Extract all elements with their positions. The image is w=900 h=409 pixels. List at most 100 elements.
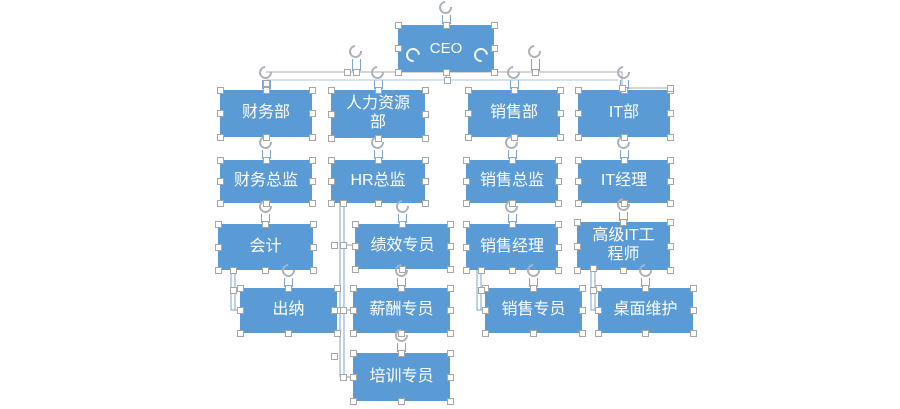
resize-handle[interactable] — [285, 329, 292, 337]
resize-handle[interactable] — [556, 110, 564, 117]
org-node-hr-dept[interactable]: 人力资源部 — [331, 90, 425, 138]
connector-endpoint-handle[interactable] — [477, 266, 485, 274]
resize-handle[interactable] — [421, 156, 429, 164]
resize-handle[interactable] — [216, 156, 224, 164]
resize-handle[interactable] — [574, 178, 582, 185]
resize-handle[interactable] — [574, 110, 582, 117]
resize-handle[interactable] — [398, 349, 405, 357]
resize-handle[interactable] — [216, 86, 224, 94]
resize-handle[interactable] — [666, 199, 674, 207]
resize-handle[interactable] — [481, 329, 489, 337]
resize-handle[interactable] — [216, 110, 224, 117]
resize-handle[interactable] — [349, 284, 357, 292]
resize-handle[interactable] — [309, 243, 317, 251]
resize-handle[interactable] — [308, 156, 316, 164]
org-node-training-specialist[interactable]: 培训专员 — [353, 353, 450, 401]
resize-handle[interactable] — [262, 86, 270, 94]
connector-endpoint-handle[interactable] — [330, 306, 338, 314]
resize-handle[interactable] — [351, 243, 359, 250]
resize-handle[interactable] — [236, 307, 244, 314]
resize-handle[interactable] — [554, 266, 562, 274]
resize-handle[interactable] — [399, 220, 406, 228]
org-node-accountant[interactable]: 会计 — [218, 224, 313, 270]
resize-handle[interactable] — [421, 86, 429, 94]
resize-handle[interactable] — [594, 329, 602, 337]
resize-handle[interactable] — [490, 21, 498, 29]
resize-handle[interactable] — [462, 220, 470, 228]
resize-handle[interactable] — [333, 284, 341, 292]
resize-handle[interactable] — [490, 45, 498, 52]
resize-handle[interactable] — [578, 284, 586, 292]
resize-handle[interactable] — [399, 265, 406, 273]
connector-endpoint-handle[interactable] — [618, 84, 626, 92]
resize-handle[interactable] — [462, 243, 470, 251]
resize-handle[interactable] — [464, 86, 472, 94]
resize-handle[interactable] — [308, 86, 316, 94]
resize-handle[interactable] — [327, 199, 335, 207]
resize-handle[interactable] — [620, 156, 628, 164]
resize-handle[interactable] — [666, 110, 674, 117]
resize-handle[interactable] — [374, 134, 382, 142]
org-node-performance-specialist[interactable]: 绩效专员 — [355, 224, 450, 269]
resize-handle[interactable] — [530, 284, 537, 292]
resize-handle[interactable] — [446, 397, 454, 405]
resize-handle[interactable] — [666, 242, 674, 250]
resize-handle[interactable] — [574, 133, 582, 141]
resize-handle[interactable] — [327, 134, 335, 142]
resize-handle[interactable] — [285, 284, 292, 292]
resize-handle[interactable] — [308, 110, 316, 117]
resize-handle[interactable] — [236, 329, 244, 337]
resize-handle[interactable] — [446, 373, 454, 381]
resize-handle[interactable] — [666, 133, 674, 141]
resize-handle[interactable] — [620, 266, 627, 274]
resize-handle[interactable] — [508, 199, 516, 207]
org-node-it-manager[interactable]: IT经理 — [578, 160, 670, 203]
resize-handle[interactable] — [689, 307, 697, 314]
resize-handle[interactable] — [462, 156, 470, 164]
resize-handle[interactable] — [573, 218, 581, 226]
resize-handle[interactable] — [464, 110, 472, 117]
org-node-ceo[interactable]: CEO — [398, 25, 494, 72]
resize-handle[interactable] — [510, 86, 518, 94]
resize-handle[interactable] — [530, 329, 537, 337]
resize-handle[interactable] — [578, 329, 586, 337]
resize-handle[interactable] — [327, 156, 335, 164]
resize-handle[interactable] — [554, 220, 562, 228]
resize-handle[interactable] — [421, 110, 429, 118]
resize-handle[interactable] — [574, 86, 582, 94]
resize-handle[interactable] — [446, 220, 454, 228]
resize-handle[interactable] — [689, 329, 697, 337]
org-node-compensation-specialist[interactable]: 薪酬专员 — [353, 288, 450, 333]
org-node-finance-dept[interactable]: 财务部 — [220, 90, 312, 137]
resize-handle[interactable] — [398, 397, 405, 405]
connector-endpoint-handle[interactable] — [229, 266, 237, 274]
resize-handle[interactable] — [308, 178, 316, 185]
connector-endpoint-handle[interactable] — [589, 264, 597, 272]
resize-handle[interactable] — [642, 284, 649, 292]
resize-handle[interactable] — [394, 21, 402, 29]
connector-endpoint-handle[interactable] — [229, 286, 237, 294]
connector-endpoint-handle[interactable] — [352, 68, 360, 76]
resize-handle[interactable] — [262, 199, 270, 207]
resize-handle[interactable] — [442, 68, 450, 76]
org-node-sales-manager[interactable]: 销售经理 — [466, 224, 558, 270]
resize-handle[interactable] — [349, 373, 357, 381]
resize-handle[interactable] — [446, 243, 454, 250]
resize-handle[interactable] — [394, 68, 402, 76]
resize-handle[interactable] — [236, 284, 244, 292]
resize-handle[interactable] — [556, 86, 564, 94]
org-node-sales-dept[interactable]: 销售部 — [468, 90, 560, 137]
resize-handle[interactable] — [462, 266, 470, 274]
resize-handle[interactable] — [574, 156, 582, 164]
resize-handle[interactable] — [327, 178, 335, 185]
resize-handle[interactable] — [216, 133, 224, 141]
resize-handle[interactable] — [554, 156, 562, 164]
org-node-hr-director[interactable]: HR总监 — [331, 160, 425, 203]
connector-endpoint-handle[interactable] — [343, 68, 351, 76]
resize-handle[interactable] — [666, 218, 674, 226]
resize-handle[interactable] — [262, 133, 270, 141]
resize-handle[interactable] — [578, 307, 586, 314]
resize-handle[interactable] — [374, 199, 382, 207]
resize-handle[interactable] — [327, 86, 335, 94]
resize-handle[interactable] — [349, 307, 357, 314]
